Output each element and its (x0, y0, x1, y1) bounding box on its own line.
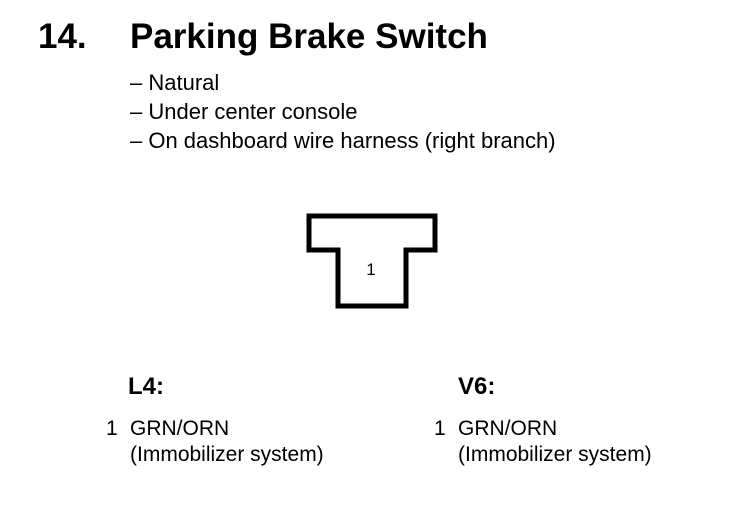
l4-pin-info: GRN/ORN (Immobilizer system) (130, 416, 324, 468)
l4-pin-number: 1 (106, 417, 118, 440)
l4-heading: L4: (128, 373, 164, 400)
page-title: Parking Brake Switch (130, 17, 488, 56)
connector-outline (306, 213, 438, 309)
note-connector-color: – Natural (130, 70, 220, 95)
l4-circuit-description: (Immobilizer system) (130, 443, 324, 466)
note-location: – Under center console (130, 99, 358, 124)
v6-pin-number: 1 (434, 417, 446, 440)
location-notes: – Natural – Under center console – On da… (130, 68, 556, 155)
v6-heading: V6: (458, 373, 496, 400)
l4-wire-color: GRN/ORN (130, 417, 230, 440)
v6-circuit-description: (Immobilizer system) (458, 443, 652, 466)
connector-pin-label: 1 (366, 260, 375, 279)
v6-wire-color: GRN/ORN (458, 417, 558, 440)
connector-diagram: 1 (306, 213, 438, 309)
note-harness: – On dashboard wire harness (right branc… (130, 128, 556, 153)
v6-pin-info: GRN/ORN (Immobilizer system) (458, 416, 652, 468)
section-number: 14. (38, 17, 87, 56)
